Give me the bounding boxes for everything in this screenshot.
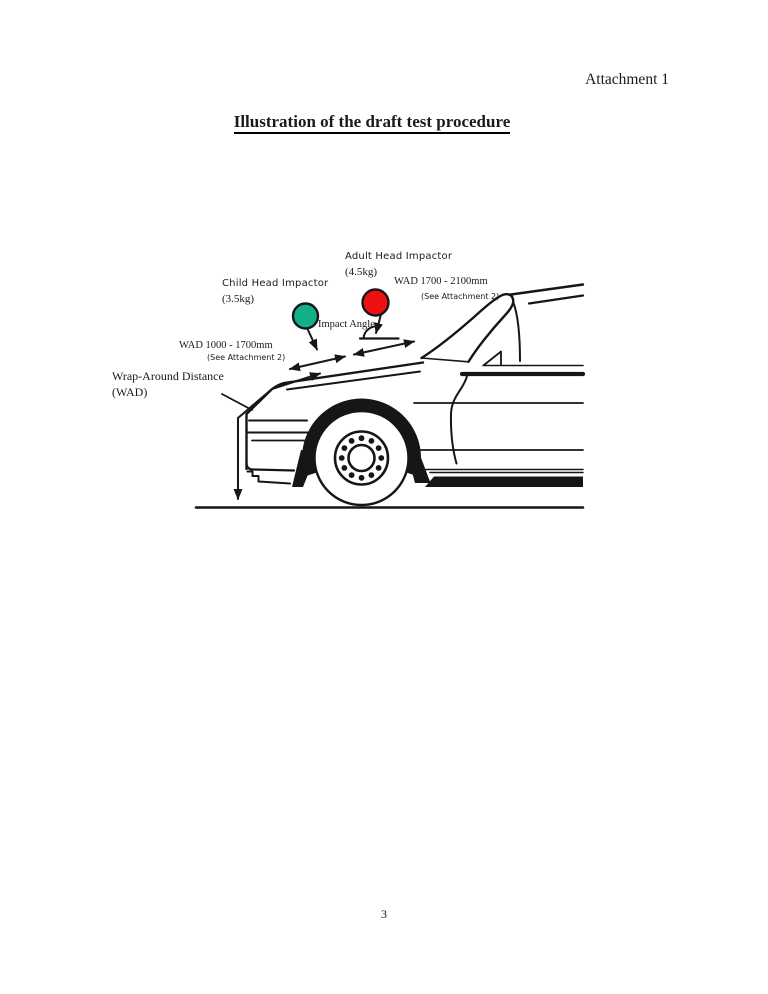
- wrap-around-distance-label: Wrap-Around Distance: [112, 369, 224, 383]
- child-impactor-trajectory-arrow: [307, 329, 318, 351]
- roof-line: [509, 283, 585, 296]
- page-title: Illustration of the draft test procedure: [0, 112, 744, 134]
- rocker-panel-fill: [425, 476, 583, 487]
- wrap-around-distance-abbr: (WAD): [112, 385, 148, 399]
- child-head-impactor-marker: [291, 302, 320, 330]
- wheel-arch-fill: [302, 398, 421, 477]
- vent-window-triangle: [483, 350, 502, 366]
- door-shut-line: [449, 375, 468, 465]
- impact-angle-arc: [362, 325, 380, 340]
- bumper-bottom-line: [245, 461, 296, 472]
- wheel-hub: [347, 443, 376, 473]
- wad-lower-range-arrow: [289, 354, 346, 372]
- page-number: 3: [381, 907, 387, 921]
- wad-upper-range-arrow: [353, 339, 415, 357]
- cowl-base-line: [420, 357, 470, 363]
- annotation-arrows: [221, 311, 415, 500]
- wad-upper-range-label: WAD 1700 - 2100mm: [394, 276, 488, 287]
- impact-angle-label: Impact Angle: [318, 319, 375, 330]
- adult-impactor-label: Adult Head Impactor: [345, 251, 453, 262]
- child-impactor-label: Child Head Impactor: [222, 278, 329, 289]
- wheel-rim-ring: [333, 430, 390, 486]
- wheel-bolts: [338, 435, 385, 481]
- wad-upper-note-label: (See Attachment 2): [421, 292, 500, 301]
- vent-window-divider: [512, 301, 521, 362]
- adult-head-impactor-marker: [361, 288, 390, 317]
- child-impactor-mass: (3.5kg): [222, 293, 255, 305]
- page-title-text: Illustration of the draft test procedure: [233, 112, 511, 134]
- bumper-lip-line: [246, 470, 291, 485]
- wad-lower-range-label: WAD 1000 - 1700mm: [179, 340, 273, 351]
- adult-impactor-trajectory-arrow: [374, 311, 383, 334]
- wad-lower-note-label: (See Attachment 2): [207, 353, 286, 362]
- wrap-around-distance-arrow: [233, 372, 321, 500]
- adult-impactor-mass: (4.5kg): [345, 266, 378, 278]
- attachment-label: Attachment 1: [585, 71, 669, 88]
- front-wheel: [313, 409, 410, 507]
- car-filled-areas: [292, 398, 583, 487]
- roof-rail-line: [527, 294, 585, 305]
- wad-label-leader-line: [221, 393, 253, 411]
- valance-wedge-right: [407, 453, 431, 483]
